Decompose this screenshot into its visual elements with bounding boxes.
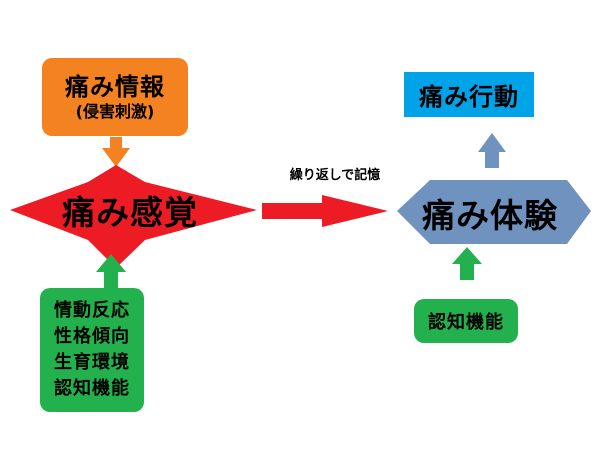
factor-item: 情動反応	[54, 300, 130, 321]
factor-item: 認知機能	[54, 378, 130, 399]
pain-info-title: 痛み情報	[65, 73, 165, 101]
factors-box: 情動反応 性格傾向 生育環境 認知機能	[40, 288, 144, 412]
arrow-sensation-to-experience	[262, 195, 388, 227]
factor-item: 生育環境	[54, 352, 130, 373]
arrow-info-to-sensation	[102, 137, 130, 167]
pain-sensation-label: 痛み感覚	[62, 193, 198, 232]
arrow-cognition-to-experience	[452, 247, 482, 280]
arrow-factors-to-sensation	[96, 254, 126, 289]
pain-info-subtitle: (侵害刺激)	[75, 102, 155, 121]
factor-item: 性格傾向	[54, 326, 130, 347]
pain-info-box: 痛み情報 (侵害刺激)	[42, 58, 188, 136]
pain-experience-shape	[397, 180, 591, 244]
repeat-memory-label: 繰り返しで記憶	[289, 168, 381, 183]
cognition-box: 認知機能	[414, 299, 518, 343]
pain-action-box: 痛み行動	[404, 72, 534, 117]
pain-sensation-shape	[10, 165, 257, 268]
arrow-experience-to-action	[478, 133, 506, 168]
pain-experience-label: 痛み体験	[422, 196, 558, 235]
